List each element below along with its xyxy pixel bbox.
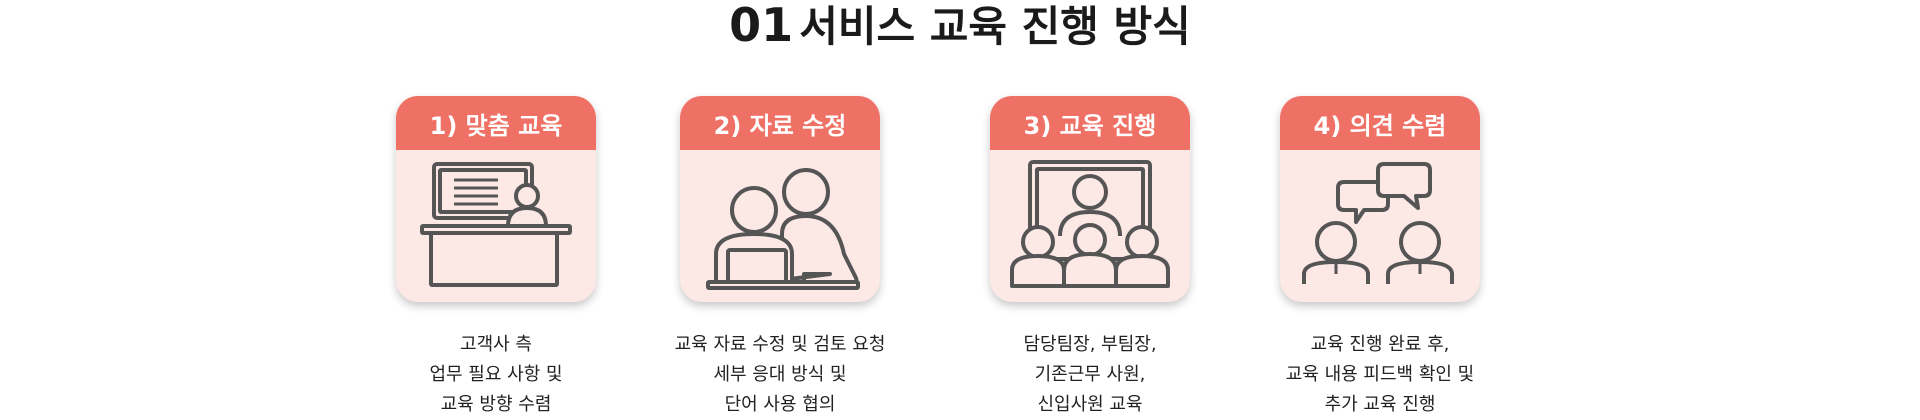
step-card-2: 2) 자료 수정 <box>680 96 880 302</box>
description-line: 추가 교육 진행 <box>1324 394 1436 415</box>
description-line: 기존근무 사원, <box>1034 364 1146 385</box>
description-line: 담당팀장, 부팀장, <box>1023 334 1157 355</box>
audience-presentation-icon <box>990 150 1190 302</box>
description-line: 교육 진행 완료 후, <box>1310 334 1450 355</box>
step-card-4: 4) 의견 수렴 <box>1280 96 1480 302</box>
teacher-at-desk-icon <box>396 150 596 302</box>
step-description-1: 고객사 측 업무 필요 사항 및 교육 방향 수렴 <box>346 330 646 420</box>
people-speech-bubbles-icon <box>1280 150 1480 302</box>
step-description-4: 교육 진행 완료 후, 교육 내용 피드백 확인 및 추가 교육 진행 <box>1230 330 1530 420</box>
description-line: 업무 필요 사항 및 <box>429 364 563 385</box>
step-card-1: 1) 맞춤 교육 <box>396 96 596 302</box>
description-line: 세부 응대 방식 및 <box>713 364 847 385</box>
description-line: 고객사 측 <box>460 334 532 355</box>
description-line: 교육 방향 수렴 <box>440 394 552 415</box>
title-number: 01 <box>729 0 794 52</box>
step-label-1: 1) 맞춤 교육 <box>396 96 596 150</box>
description-line: 교육 자료 수정 및 검토 요청 <box>674 334 886 355</box>
step-description-2: 교육 자료 수정 및 검토 요청 세부 응대 방식 및 단어 사용 협의 <box>630 330 930 420</box>
step-label-2: 2) 자료 수정 <box>680 96 880 150</box>
description-line: 단어 사용 협의 <box>724 394 836 415</box>
description-line: 교육 내용 피드백 확인 및 <box>1285 364 1475 385</box>
step-card-3: 3) 교육 진행 <box>990 96 1190 302</box>
two-people-laptop-icon <box>680 150 880 302</box>
step-description-3: 담당팀장, 부팀장, 기존근무 사원, 신입사원 교육 <box>940 330 1240 420</box>
title-text: 서비스 교육 진행 방식 <box>799 2 1191 51</box>
step-label-4: 4) 의견 수렴 <box>1280 96 1480 150</box>
description-line: 신입사원 교육 <box>1037 394 1143 415</box>
step-label-3: 3) 교육 진행 <box>990 96 1190 150</box>
